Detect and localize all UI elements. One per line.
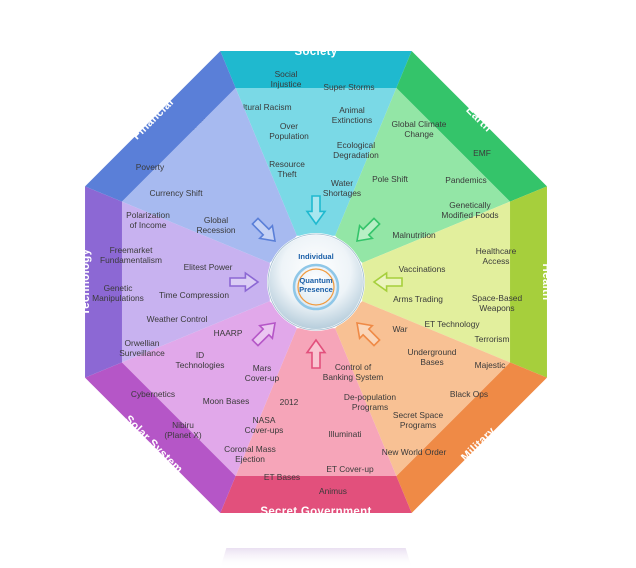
arrow-icon: [356, 217, 381, 242]
floor-reflection: [220, 548, 412, 568]
arrow-icon: [305, 338, 327, 369]
sector-item: Super Storms: [323, 82, 374, 92]
sector-body: [121, 201, 270, 363]
sector-item: ET Bases: [264, 472, 300, 482]
sector-item: War: [392, 324, 407, 334]
sector-body: [362, 201, 511, 363]
sector-item: Currency Shift: [149, 188, 203, 198]
sector-item: Cultural Racism: [232, 102, 291, 112]
sector-item: Poverty: [136, 162, 165, 172]
sector-body: [121, 87, 297, 263]
sector-body: [235, 328, 397, 477]
arrow-icon: [372, 271, 403, 293]
reflection-shape: [220, 548, 412, 568]
sector-item: Cybernetics: [131, 389, 175, 399]
sector-item: HAARP: [214, 328, 243, 338]
sector-item: Weather Control: [147, 314, 208, 324]
sector-item: EMF: [473, 148, 491, 158]
arrow-icon: [305, 195, 327, 226]
sector-item: Vaccinations: [399, 264, 446, 274]
center-top-label: Individual: [298, 252, 333, 261]
sector-item: Illuminati: [328, 429, 361, 439]
sector-band: [510, 186, 547, 378]
sector-label: Technology: [80, 248, 92, 315]
sector-band: [85, 51, 236, 202]
arrow-icon: [229, 271, 260, 293]
sector-item: Malnutrition: [392, 230, 436, 240]
arrow-icon: [251, 217, 276, 242]
sector-item: Majestic: [475, 360, 506, 370]
sector-item: Black Ops: [450, 389, 488, 399]
arrow-icon: [251, 322, 276, 347]
sector-item: 2012: [280, 397, 299, 407]
sector-item: Nibiru(Planet X): [164, 420, 201, 440]
sector-item: Time Compression: [159, 290, 229, 300]
sector-item: Moon Bases: [203, 396, 250, 406]
sector-body: [335, 87, 511, 263]
sector-item: ET Technology: [424, 319, 480, 329]
sector-item: Pandemics: [445, 175, 486, 185]
sector-label: Secret Government: [260, 506, 371, 518]
sector-item: Pole Shift: [372, 174, 409, 184]
sector-band: [396, 51, 547, 202]
outer-orb-rim: [267, 233, 365, 331]
sector-item: Animus: [319, 486, 347, 496]
sector-label: Health: [540, 264, 552, 301]
sector-item: Terrorism: [475, 334, 510, 344]
sector-band: [220, 476, 412, 513]
sector-item: New World Order: [382, 447, 447, 457]
inner-orb-accent: [297, 268, 335, 306]
sector-label: Society: [294, 46, 337, 58]
sector-body: [121, 301, 297, 477]
sector-band: [85, 186, 122, 378]
sector-band: [396, 362, 547, 513]
sector-body: [235, 87, 397, 236]
sector-item: Arms Trading: [393, 294, 443, 304]
sector-item: ET Cover-up: [326, 464, 374, 474]
sector-band: [85, 362, 236, 513]
sector-item: Elitest Power: [184, 262, 233, 272]
arrow-icon: [356, 322, 381, 347]
sector-body: [335, 301, 511, 477]
sector-band: [220, 51, 412, 88]
inner-orb-ring: [292, 263, 340, 311]
